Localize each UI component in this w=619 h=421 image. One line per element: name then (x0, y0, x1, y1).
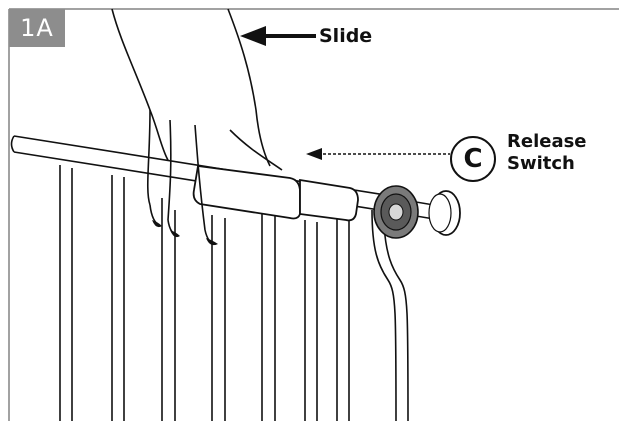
top-rail-end (10, 135, 15, 153)
step-badge: 1A (9, 9, 65, 47)
release-switch-label: Release Switch (507, 131, 587, 175)
release-housing (192, 164, 359, 222)
callout-letter: C (450, 136, 496, 182)
release-pointer (306, 148, 450, 160)
release-label-line2: Switch (507, 153, 575, 174)
gate-frame-post (383, 224, 409, 421)
slide-arrow (240, 26, 316, 46)
fingernails (152, 220, 218, 246)
slide-label: Slide (319, 25, 373, 47)
wall-pad (428, 190, 461, 236)
gate-frame-post (371, 209, 397, 421)
gate-bars (59, 165, 350, 421)
release-label-line1: Release (507, 131, 587, 152)
tension-knob (373, 185, 419, 239)
